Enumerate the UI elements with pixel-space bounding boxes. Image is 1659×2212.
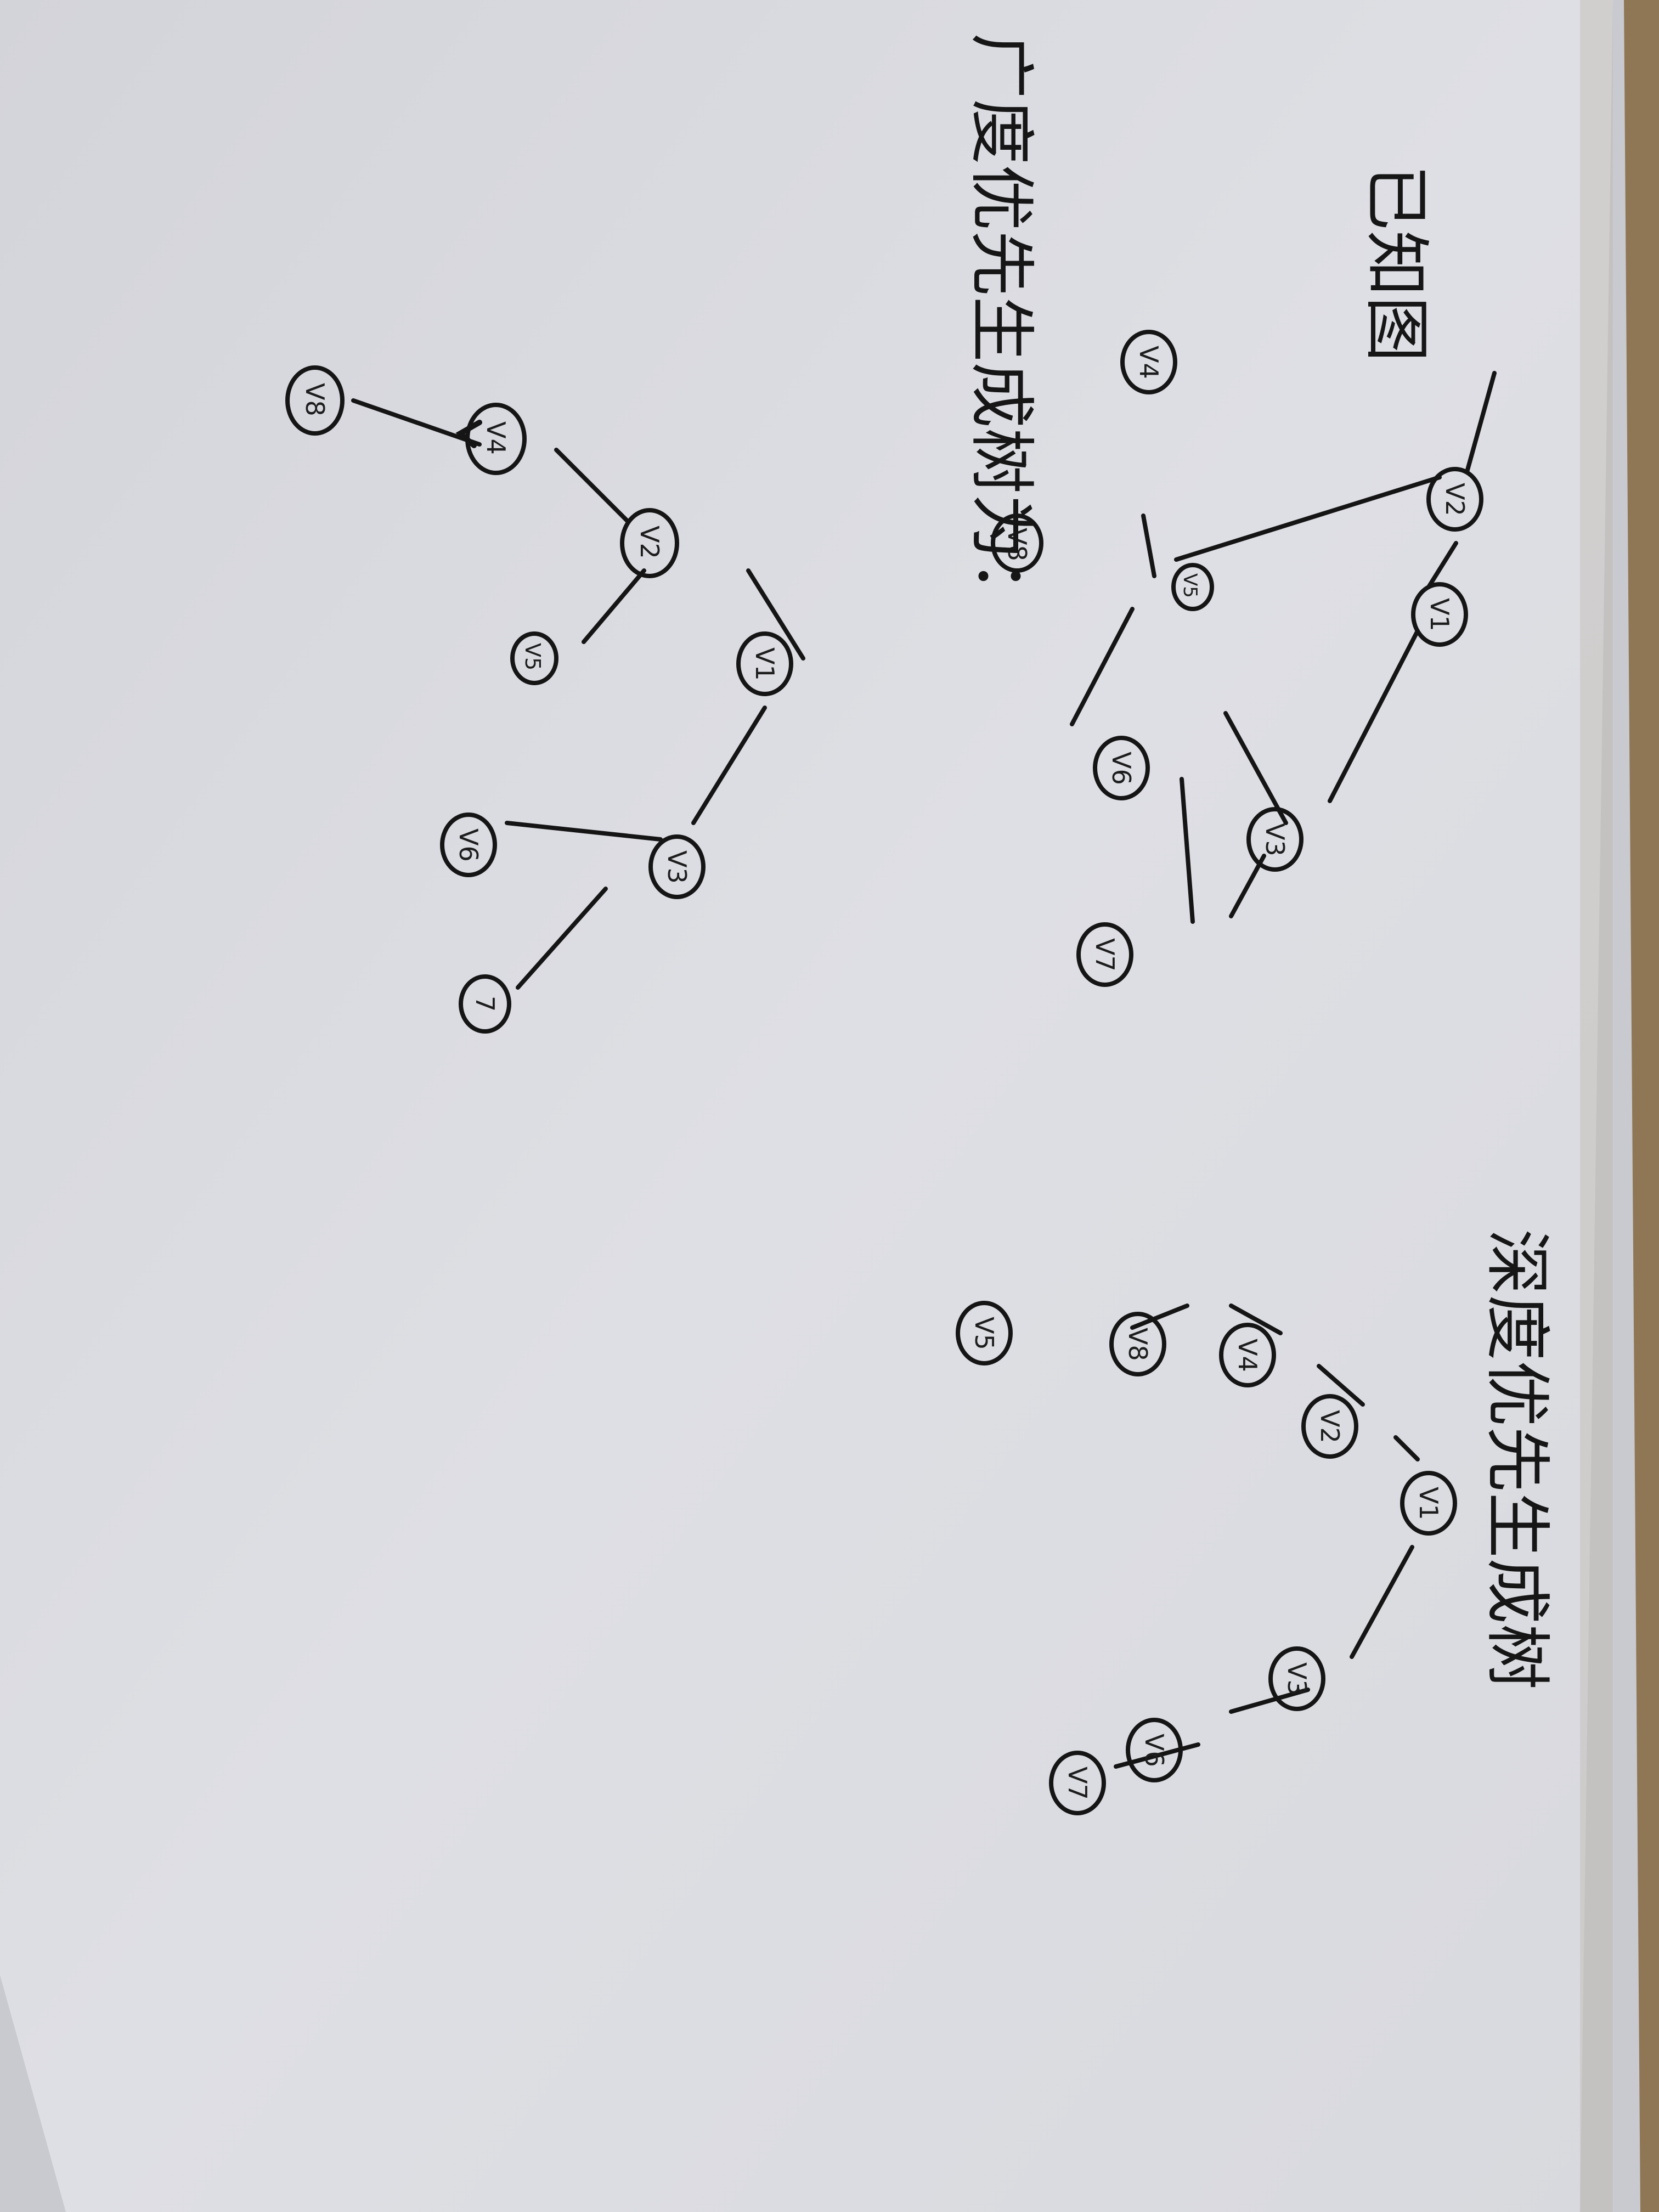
dfs-node-v7: V7 bbox=[1049, 1751, 1106, 1815]
handwriting: 已知图 V1 V2 V3 V4 V5 V6 V7 V8 广度优先生成树为： bbox=[285, 33, 1555, 1815]
dfs-node-v5: V5 bbox=[956, 1301, 1013, 1365]
known-node-v2: V2 bbox=[1426, 467, 1483, 532]
svg-text:V5: V5 bbox=[521, 643, 545, 670]
svg-text:V8: V8 bbox=[1123, 1328, 1153, 1361]
known-node-v5: V5 bbox=[1171, 563, 1214, 611]
svg-text:V1: V1 bbox=[750, 647, 780, 681]
known-graph-nodes: V1 V2 V3 V4 V5 V6 V7 V8 bbox=[991, 330, 1483, 987]
svg-text:V6: V6 bbox=[454, 828, 483, 862]
bfs-node-v1: V1 bbox=[736, 631, 793, 696]
bfs-node-v3: V3 bbox=[648, 834, 706, 899]
known-node-v7: V7 bbox=[1076, 922, 1133, 987]
dfs-node-v2: V2 bbox=[1301, 1394, 1358, 1459]
bfs-node-7: 7 bbox=[459, 974, 511, 1034]
svg-text:V3: V3 bbox=[1282, 1662, 1312, 1696]
dfs-node-v4: V4 bbox=[1219, 1323, 1276, 1387]
known-graph-edges bbox=[1070, 371, 1497, 924]
dfs-node-v8: V8 bbox=[1109, 1312, 1166, 1376]
svg-text:V3: V3 bbox=[1260, 823, 1290, 856]
bfs-arrow-head bbox=[455, 420, 482, 448]
bfs-node-v5: V5 bbox=[510, 631, 558, 685]
bfs-node-v6: V6 bbox=[440, 812, 497, 877]
heading-bfs-tree: 广度优先生成树为： bbox=[963, 33, 1039, 625]
dfs-tree-nodes: V1 V2 V4 V8 V5 V3 V6 V7 bbox=[956, 1301, 1457, 1815]
dfs-node-v3: V3 bbox=[1268, 1646, 1325, 1711]
heading-dfs-tree: 深度优先生成树 bbox=[1479, 1229, 1555, 1690]
known-node-v3: V3 bbox=[1246, 807, 1304, 872]
svg-text:7: 7 bbox=[470, 996, 500, 1012]
svg-text:V5: V5 bbox=[969, 1317, 999, 1350]
svg-text:V4: V4 bbox=[1233, 1339, 1262, 1372]
known-node-v1: V1 bbox=[1411, 582, 1468, 647]
svg-text:V7: V7 bbox=[1063, 1767, 1092, 1800]
svg-text:V2: V2 bbox=[1440, 483, 1470, 516]
known-node-v4: V4 bbox=[1120, 330, 1177, 394]
bfs-tree-edges bbox=[351, 398, 805, 990]
svg-text:V4: V4 bbox=[1134, 346, 1164, 379]
svg-text:V1: V1 bbox=[1414, 1487, 1443, 1520]
svg-text:V6: V6 bbox=[1139, 1734, 1169, 1767]
svg-text:V2: V2 bbox=[1315, 1410, 1345, 1443]
paper-edge-shadow bbox=[1580, 0, 1613, 2212]
svg-text:V5: V5 bbox=[1179, 573, 1201, 598]
svg-text:V2: V2 bbox=[635, 526, 664, 559]
bfs-node-v8: V8 bbox=[285, 365, 345, 436]
svg-text:V6: V6 bbox=[1107, 752, 1136, 785]
svg-text:V3: V3 bbox=[662, 850, 692, 884]
bfs-node-v2: V2 bbox=[620, 508, 679, 578]
dfs-node-v1: V1 bbox=[1400, 1471, 1457, 1536]
svg-text:V8: V8 bbox=[1002, 528, 1032, 561]
svg-text:V7: V7 bbox=[1090, 938, 1120, 972]
heading-known-graph: 已知图 bbox=[1358, 165, 1434, 362]
known-node-v6: V6 bbox=[1093, 736, 1150, 800]
known-node-v8: V8 bbox=[991, 514, 1043, 573]
bfs-tree-nodes: V1 V2 V3 V4 V5 V6 7 V8 bbox=[285, 365, 793, 1034]
svg-text:V1: V1 bbox=[1425, 598, 1454, 631]
svg-text:V8: V8 bbox=[300, 383, 330, 416]
svg-text:V4: V4 bbox=[481, 421, 511, 455]
paper-sheet bbox=[0, 0, 1613, 2212]
dfs-node-v6: V6 bbox=[1126, 1718, 1183, 1782]
